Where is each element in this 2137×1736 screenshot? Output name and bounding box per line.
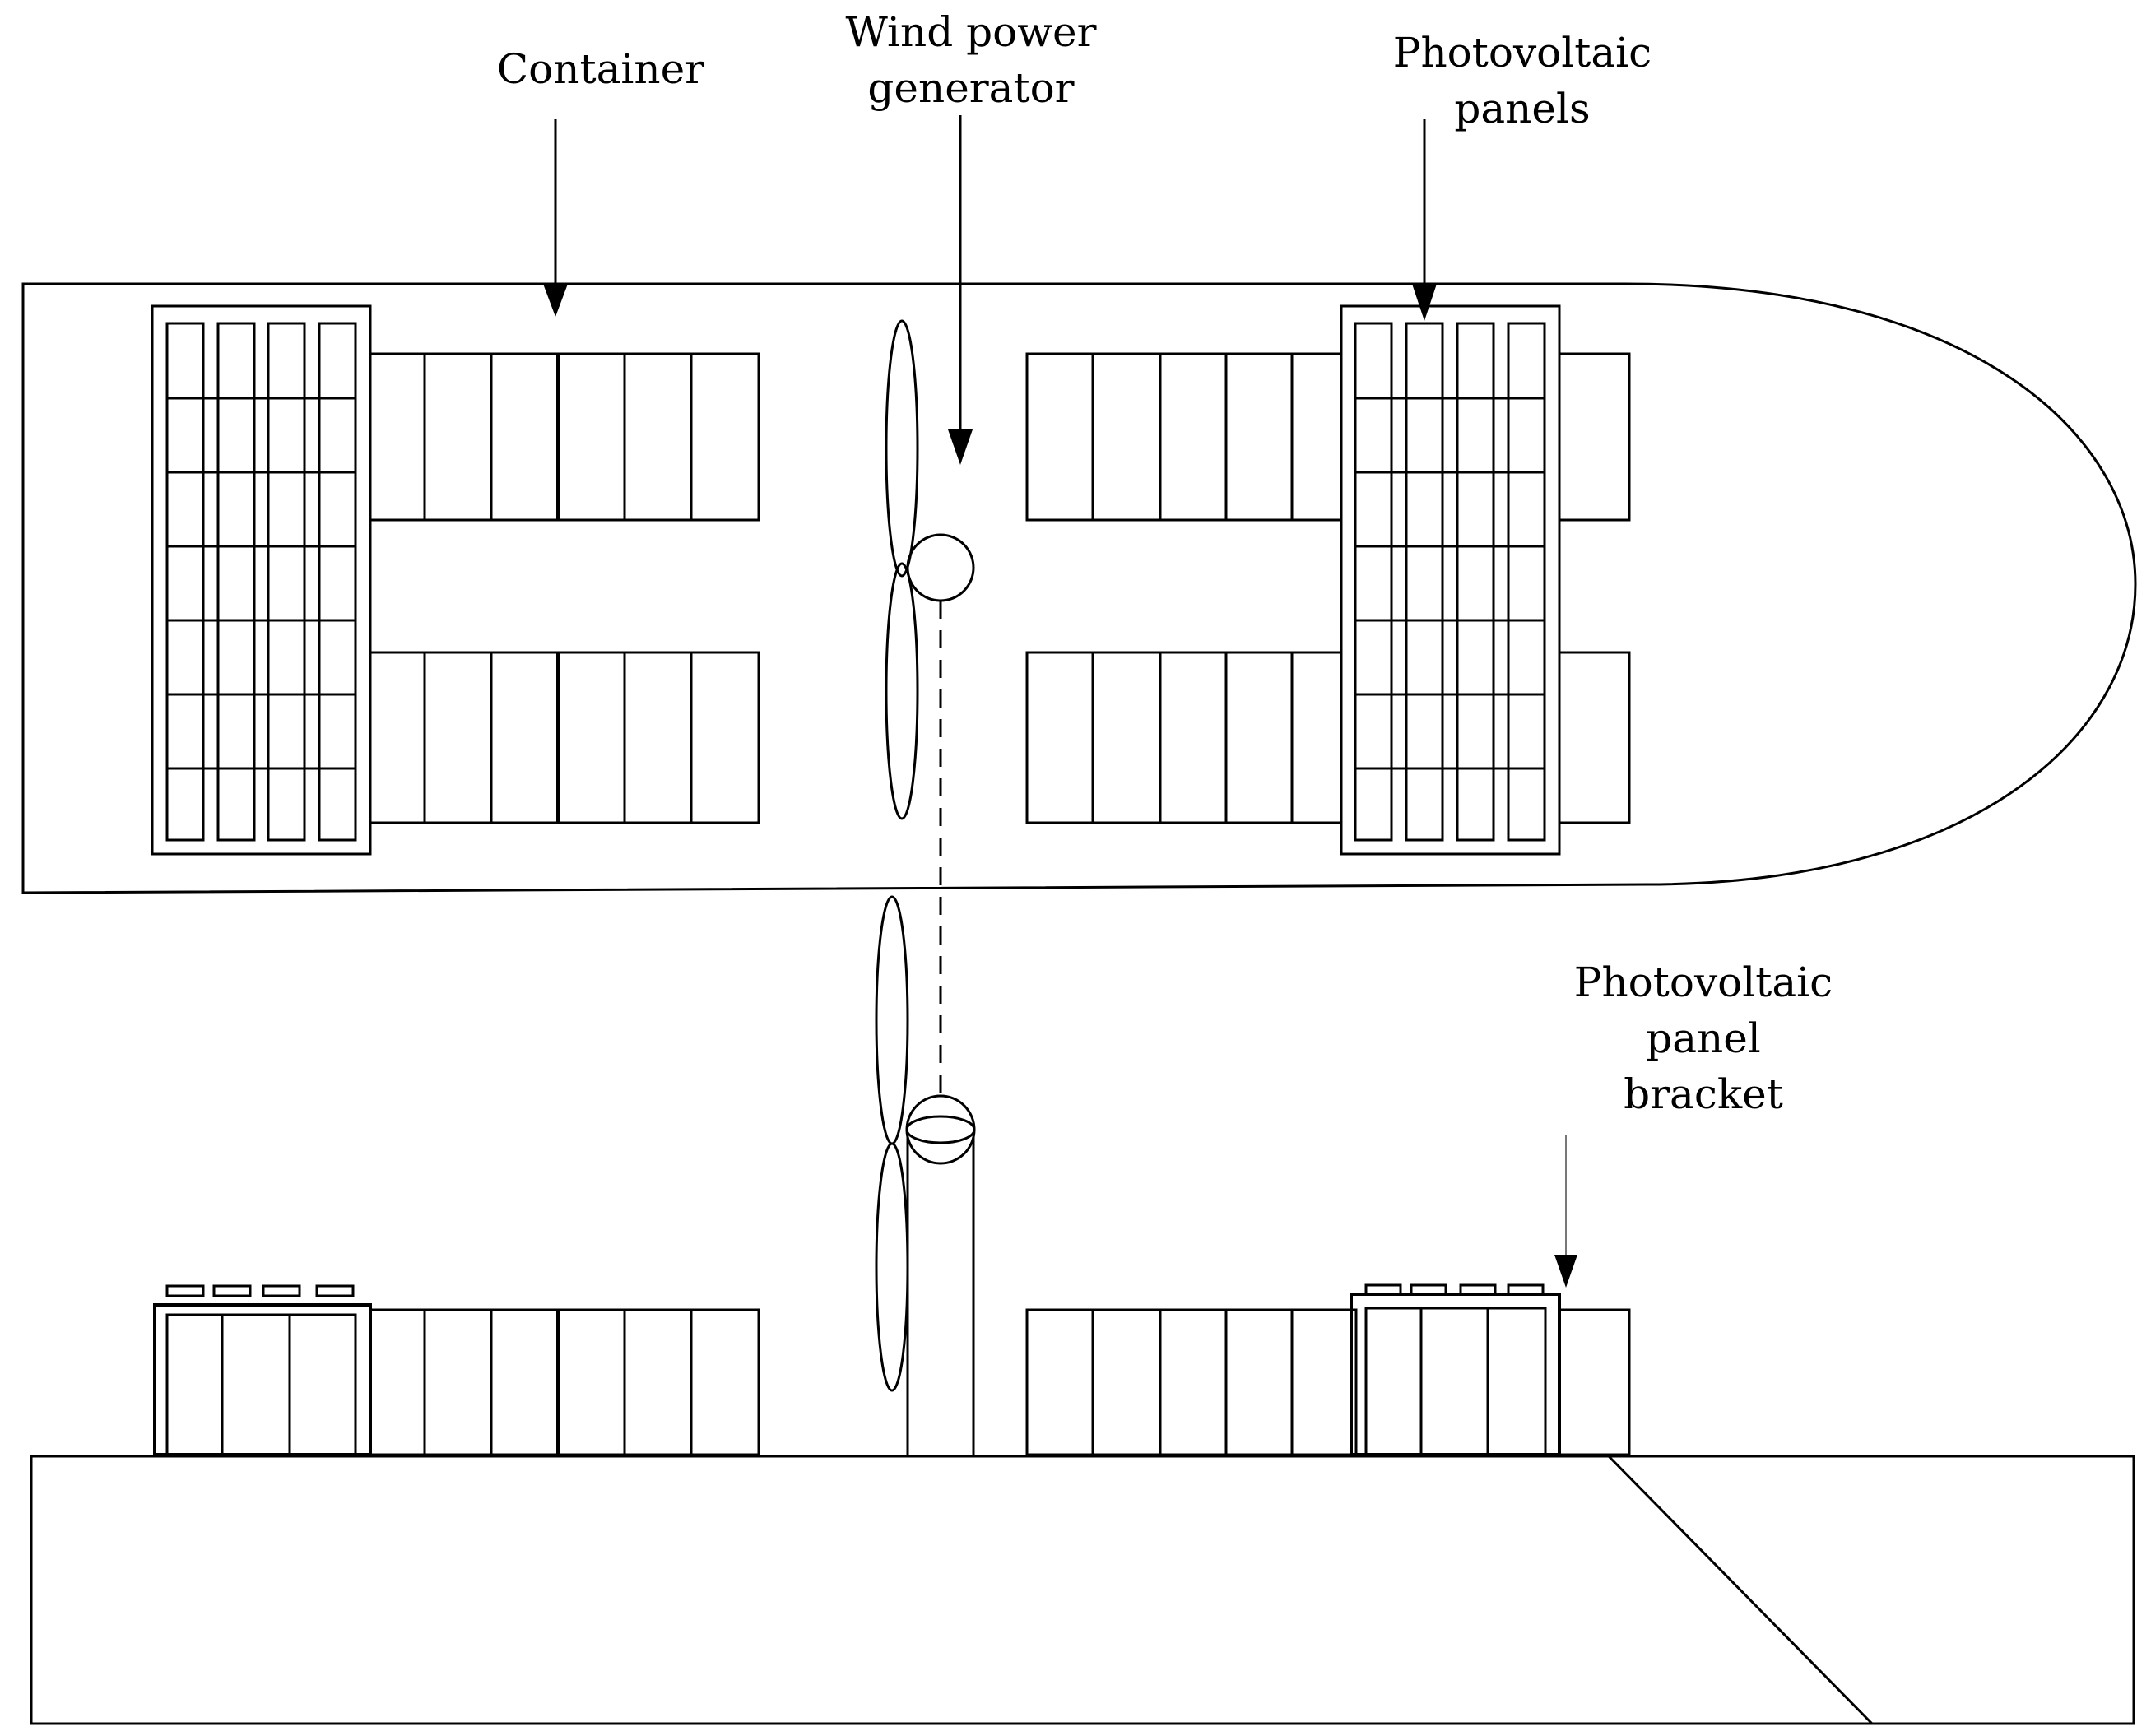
label-pv-panels-line-2: panels (1454, 85, 1591, 132)
fore-pv-frame-side (1350, 1283, 1561, 1456)
pv-panels-arrow (1412, 119, 1437, 321)
label-pv-bracket-line-1: Photovoltaic (1573, 959, 1833, 1006)
wind-generator-arrow (948, 115, 973, 465)
arrows (543, 115, 1577, 1288)
wind-turbine-side (875, 895, 976, 1455)
label-pv-bracket-line-2: panel (1646, 1014, 1761, 1062)
aft-container-stack-side (369, 1308, 760, 1456)
fore-container-stack-lower (1025, 651, 1631, 824)
fore-pv-frame-top (1340, 304, 1561, 856)
label-wind-power-generator: Wind power generator (782, 4, 1160, 116)
label-photovoltaic-panels: Photovoltaic panels (1350, 25, 1695, 137)
label-container-line: Container (496, 45, 705, 93)
fore-container-stack-upper (1025, 352, 1631, 522)
fore-container-stack-side (1025, 1308, 1631, 1456)
pv-bracket-arrow (1554, 1135, 1577, 1288)
aft-container-stack-lower (369, 651, 760, 824)
aft-pv-frame-side (153, 1284, 372, 1456)
label-container: Container (428, 41, 774, 97)
hull-side (30, 1455, 2135, 1725)
label-pv-panels-line-1: Photovoltaic (1392, 29, 1652, 77)
container-arrow (543, 119, 568, 317)
aft-pv-frame-top (151, 304, 372, 856)
top-view (21, 282, 2137, 1098)
aft-container-stack-upper (369, 352, 760, 522)
label-wind-line-1: Wind power (845, 8, 1097, 56)
side-view (30, 895, 2135, 1725)
label-photovoltaic-panel-bracket: Photovoltaic panel bracket (1522, 954, 1884, 1122)
hull-outline-top (21, 282, 2137, 894)
wind-turbine-top (885, 319, 975, 1098)
label-wind-line-2: generator (867, 64, 1075, 112)
label-pv-bracket-line-3: bracket (1624, 1070, 1783, 1118)
